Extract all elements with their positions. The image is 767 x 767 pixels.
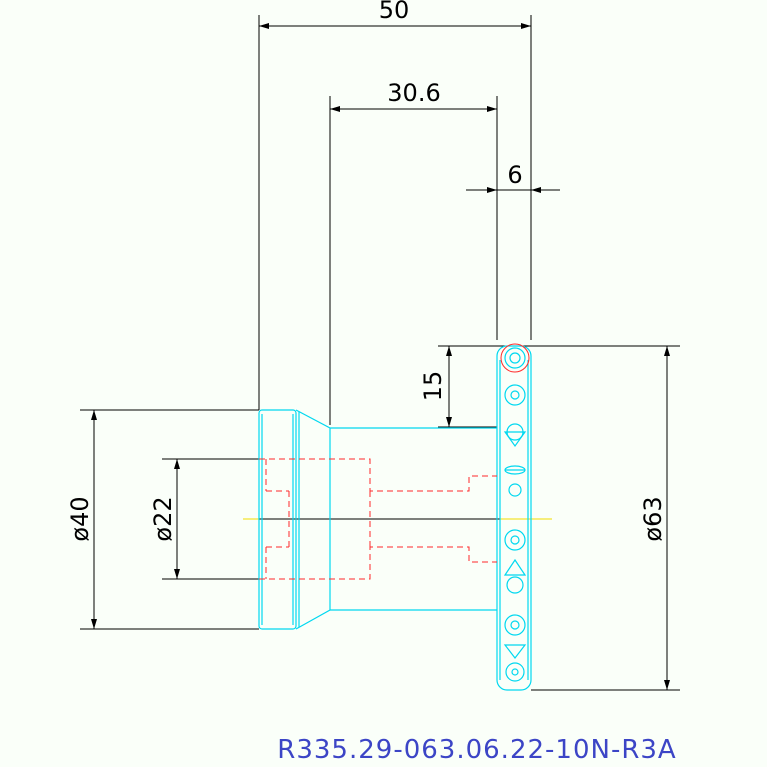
dimension-label-30-6: 30.6 [387, 79, 440, 107]
dimension-label-d22: ø22 [149, 496, 177, 541]
dimension-label-15: 15 [419, 371, 447, 402]
dimension-body-length: 30.6 [329, 79, 498, 425]
dimension-overall-length: 50 [258, 0, 532, 410]
dimension-insert-height: 15 [419, 345, 510, 428]
insert-pockets [500, 343, 530, 682]
dimension-bore-diameter: ø22 [149, 458, 259, 580]
hidden-bore-lines [259, 458, 497, 580]
cutter-body-outline [258, 345, 532, 691]
dimension-label-d40: ø40 [66, 496, 94, 541]
dimension-insert-width: 6 [466, 161, 560, 193]
dimension-label-50: 50 [379, 0, 410, 24]
dimension-label-6: 6 [507, 161, 522, 189]
dimension-cutting-diameter: ø63 [510, 345, 680, 691]
dimension-label-d63: ø63 [639, 496, 667, 541]
dimension-shank-diameter: ø40 [66, 409, 259, 630]
part-code-label: R335.29-063.06.22-10N-R3A [277, 735, 676, 765]
